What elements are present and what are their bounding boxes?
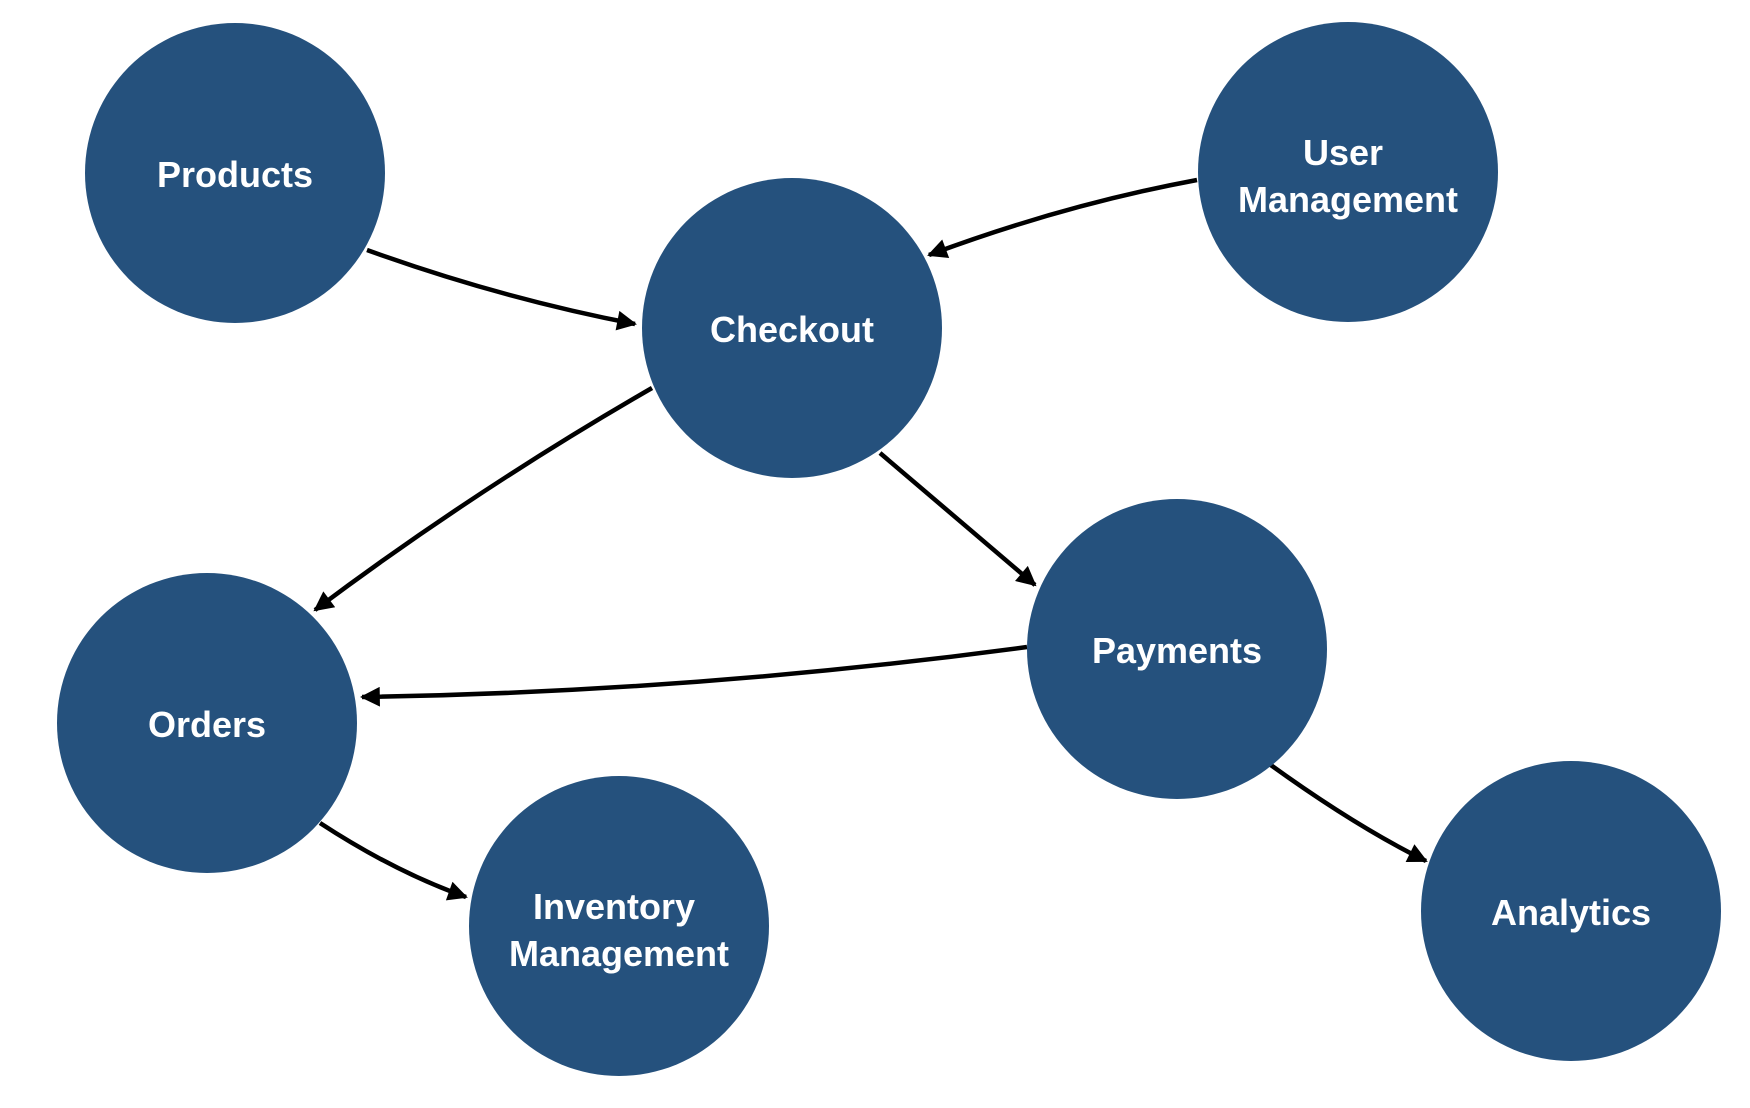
- node-products-label: Products: [157, 154, 313, 195]
- node-products[interactable]: Products: [85, 23, 385, 323]
- node-analytics-label: Analytics: [1491, 892, 1651, 933]
- node-inventory-management[interactable]: Inventory Management: [469, 776, 769, 1076]
- node-payments-label: Payments: [1092, 630, 1262, 671]
- node-checkout-circle[interactable]: [642, 178, 942, 478]
- edge-layer: [313, 177, 1428, 901]
- node-inventory-management-circle[interactable]: [469, 776, 769, 1076]
- node-payments-circle[interactable]: [1027, 499, 1327, 799]
- edge-checkout-to-payments[interactable]: [878, 451, 1037, 587]
- edge-checkout-to-orders[interactable]: [313, 386, 654, 612]
- node-checkout-label: Checkout: [710, 309, 874, 350]
- node-layer: Products User Management Checkout Paymen…: [57, 22, 1721, 1076]
- node-user-management-circle[interactable]: [1198, 22, 1498, 322]
- edge-payments-to-analytics[interactable]: [1266, 761, 1428, 864]
- node-orders-label: Orders: [148, 704, 266, 745]
- node-user-management[interactable]: User Management: [1198, 22, 1498, 322]
- node-orders[interactable]: Orders: [57, 573, 357, 873]
- edge-payments-to-orders[interactable]: [360, 644, 1028, 707]
- node-payments[interactable]: Payments: [1027, 499, 1327, 799]
- node-inventory-management-label: Inventory Management: [509, 886, 729, 974]
- node-products-circle[interactable]: [85, 23, 385, 323]
- node-user-management-label: User Management: [1238, 132, 1458, 220]
- edge-user-management-to-checkout[interactable]: [927, 177, 1198, 259]
- edge-products-to-checkout[interactable]: [366, 247, 637, 331]
- node-analytics[interactable]: Analytics: [1421, 761, 1721, 1061]
- node-checkout[interactable]: Checkout: [642, 178, 942, 478]
- node-analytics-circle[interactable]: [1421, 761, 1721, 1061]
- edge-orders-to-inventory-management[interactable]: [318, 821, 468, 901]
- node-orders-circle[interactable]: [57, 573, 357, 873]
